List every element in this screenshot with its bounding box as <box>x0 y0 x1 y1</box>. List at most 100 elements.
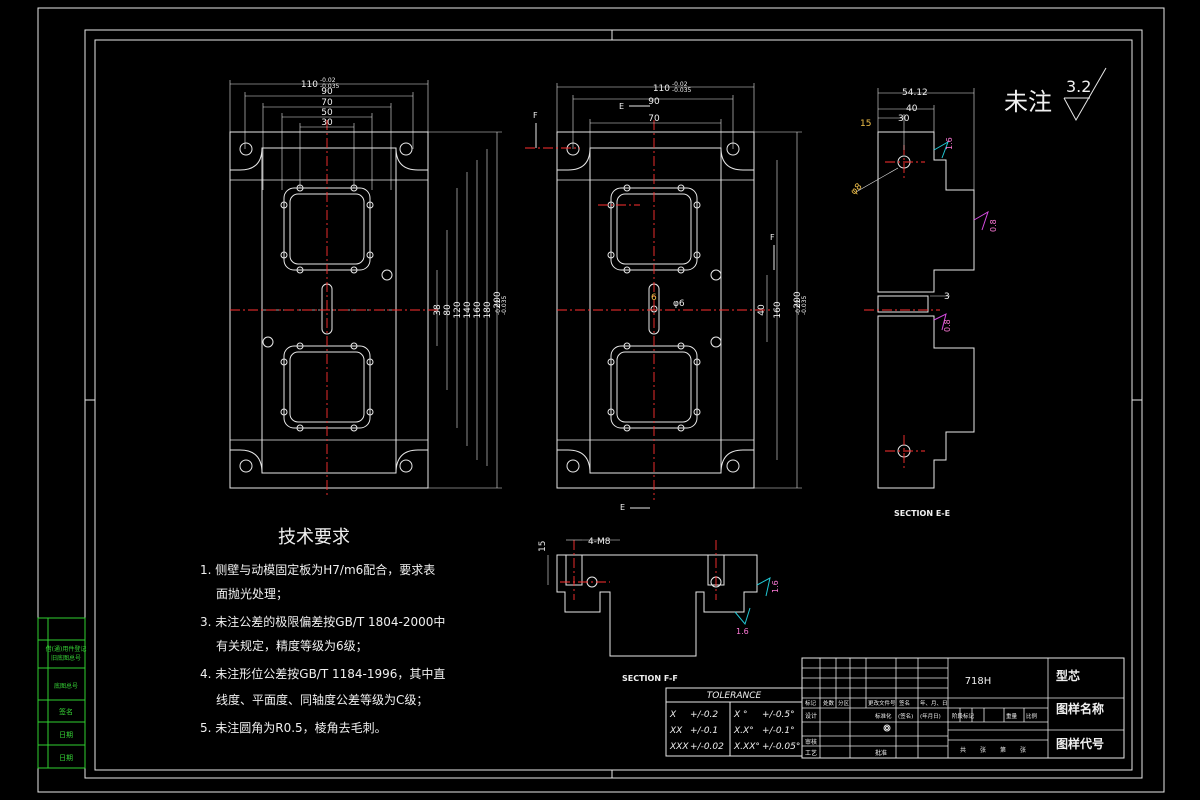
tol-r3-c1: XXX <box>669 742 689 752</box>
tol-r1-c2: +/-0.2 <box>690 710 718 720</box>
title-block: 标记 处数 分区 更改文件号 签名 年、月、日 设计 审核 工艺 标准化 (签名… <box>801 657 1125 759</box>
roughness-f-1: 1.6 <box>771 580 780 593</box>
section-mark-f-top: F <box>533 111 538 120</box>
roughness-note-value: 3.2 <box>1066 77 1091 96</box>
tol-r3-c4: +/-0.05° <box>762 742 800 752</box>
tol-r1-c1: X <box>669 710 677 720</box>
dim-f-15: 15 <box>538 541 548 552</box>
section-f-f: 15 4-M8 1.6 1.6 SECTION F-F <box>538 537 780 683</box>
drawing-name-label: 图样名称 <box>1056 701 1104 716</box>
side-strip: 借(通)用件登记 旧底图总号 底图总号 签名 日期 日期 <box>37 617 87 769</box>
tech-requirements: 技术要求 1. 侧壁与动模固定板为H7/m6配合，要求表 面抛光处理； 3. 未… <box>200 527 445 735</box>
dim-h-110-tol-lower: -0.035 <box>320 83 340 90</box>
dim2-h-110: 110 <box>653 84 670 94</box>
part-name-text: 型芯 <box>1056 668 1080 683</box>
side-label-6: 日期 <box>59 754 73 762</box>
dim-v-200-tol-upper: -0.02 <box>495 299 502 315</box>
tech-req-line-6: 线度、平面度、同轴度公差等级为C级； <box>216 692 428 707</box>
dim-f-4-m8: 4-M8 <box>588 537 611 547</box>
side-label-3: 底图总号 <box>54 682 78 690</box>
side-label-1: 借(通)用件登记 <box>46 645 87 653</box>
sheet-total: 共 <box>960 746 966 754</box>
sign-design: 设计 <box>805 712 817 720</box>
dim-e-phi8: φ8 <box>849 182 865 198</box>
dim-v-200-tol-lower: -0.035 <box>501 295 508 315</box>
dim2-h-90: 90 <box>648 97 660 107</box>
section-mark-e-bottom: E <box>620 503 625 512</box>
dim-e-3: 3 <box>944 292 950 302</box>
std-date: (年月日) <box>920 712 941 720</box>
tol-r1-c4: +/-0.5° <box>762 710 795 720</box>
tolerance-title: TOLERANCE <box>707 691 762 701</box>
hole-dim-phi6: φ6 <box>673 299 685 309</box>
section-e-e: 54.12 40 30 15 φ8 3 1.6 0.8 0.8 SECTION … <box>849 88 998 518</box>
dim2-v-200: 200 <box>793 291 803 308</box>
tech-req-line-1: 1. 侧壁与动模固定板为H7/m6配合，要求表 <box>200 562 435 577</box>
weight-label: 重量 <box>1006 712 1018 720</box>
dim-h-110-tol-upper: -0.02 <box>320 77 336 84</box>
tol-r3-c2: +/-0.02 <box>690 742 724 752</box>
section-e-title: SECTION E-E <box>894 509 950 518</box>
hole-dim-6: 6 <box>651 293 657 303</box>
sheet-total-unit: 张 <box>980 746 986 754</box>
roughness-note-label: 未注 <box>1004 88 1052 116</box>
drawing-frame <box>37 7 1165 793</box>
tech-req-line-4: 有关规定，精度等级为6级； <box>216 638 368 653</box>
tech-req-line-7: 5. 未注圆角为R0.5，棱角去毛刺。 <box>200 720 387 735</box>
rev-header-zone: 分区 <box>838 699 850 707</box>
dim-h-30: 30 <box>321 118 333 128</box>
std-label: 标准化 <box>875 712 892 720</box>
approve-label: 批准 <box>875 749 887 757</box>
roughness-e-1: 1.6 <box>945 137 954 150</box>
dim-e-54-12: 54.12 <box>902 88 928 98</box>
tol-r2-c4: +/-0.1° <box>762 726 795 736</box>
dim2-h-110-tol-upper: -0.02 <box>672 81 688 88</box>
dim-v-140: 140 <box>463 301 473 318</box>
dim-h-50: 50 <box>321 108 333 118</box>
sign-process: 工艺 <box>805 749 817 757</box>
material-text: 718H <box>965 676 992 687</box>
side-label-4: 签名 <box>59 707 73 716</box>
dim-h-70: 70 <box>321 98 333 108</box>
section-f-title: SECTION F-F <box>622 674 678 683</box>
tol-r2-c3: X.X° <box>733 726 754 736</box>
dim-e-15: 15 <box>860 119 871 129</box>
dim2-v-200-tol-upper: -0.02 <box>795 299 802 315</box>
tol-r1-c3: X ° <box>733 710 748 720</box>
dim-v-120: 120 <box>453 301 463 318</box>
roughness-e-2: 0.8 <box>989 219 998 232</box>
rev-header-mark: 标记 <box>805 699 817 707</box>
tech-req-line-2: 面抛光处理； <box>216 586 288 601</box>
tolerance-table: TOLERANCE X +/-0.2 X ° +/-0.5° XX +/-0.1… <box>665 687 803 757</box>
tech-req-heading: 技术要求 <box>278 527 350 548</box>
dim-v-80: 80 <box>443 304 453 316</box>
roughness-e-3: 0.8 <box>943 319 952 332</box>
roughness-note: 未注 3.2 <box>1004 67 1107 122</box>
dim2-v-200-tol-lower: -0.035 <box>801 295 808 315</box>
dim2-v-40: 40 <box>757 304 767 316</box>
dim-v-180: 180 <box>483 301 493 318</box>
dim-h-110: 110 <box>301 80 318 90</box>
dim-v-200: 200 <box>493 291 503 308</box>
rev-header-date: 年、月、日 <box>920 699 948 707</box>
scale-label: 比例 <box>1026 712 1038 720</box>
rev-header-doc: 更改文件号 <box>868 699 896 707</box>
dim2-v-160: 160 <box>773 301 783 318</box>
tech-req-line-5: 4. 未注形位公差按GB/T 1184-1996，其中直 <box>200 666 445 681</box>
tol-r2-c1: XX <box>669 726 683 736</box>
tol-r3-c3: X.XX° <box>733 742 760 752</box>
dim-v-38: 38 <box>433 304 443 316</box>
dim2-h-110-tol-lower: -0.035 <box>672 87 692 94</box>
top-view-2: F E F E 110 -0.02 -0.035 90 70 <box>525 81 808 512</box>
stage-label: 阶段标记 <box>952 712 975 720</box>
section-mark-f-right: F <box>770 233 775 242</box>
dim2-h-70: 70 <box>648 114 660 124</box>
drawing-code-label: 图样代号 <box>1056 736 1104 751</box>
side-label-5: 日期 <box>59 731 73 739</box>
top-view-1: 110 -0.02 -0.035 90 70 50 30 38 80 120 1… <box>229 77 508 498</box>
roughness-f-2: 1.6 <box>736 627 749 636</box>
rev-header-count: 处数 <box>823 699 835 707</box>
side-label-2: 旧底图总号 <box>51 654 81 662</box>
sheet-no-unit: 张 <box>1020 746 1026 754</box>
